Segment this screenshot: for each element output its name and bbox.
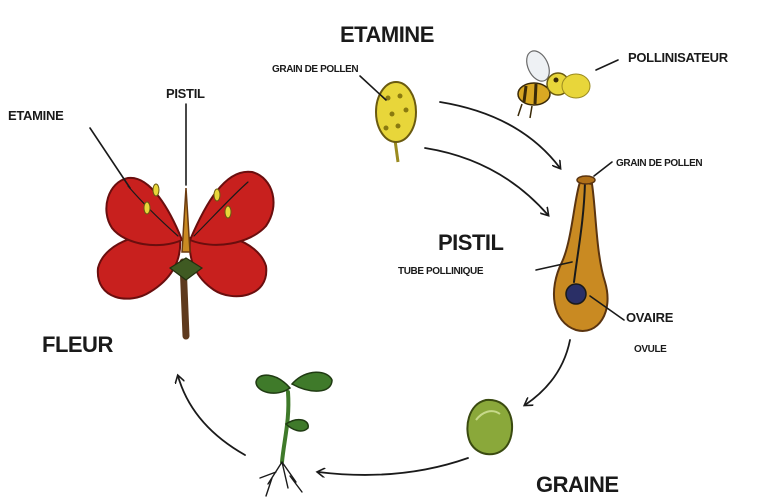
- stigma: [577, 176, 595, 184]
- leader-etamine-flower: [90, 128, 130, 188]
- flower-pistil: [182, 188, 190, 252]
- label-pistil-flower: PISTIL: [166, 86, 205, 101]
- arrow-seedling-to-flower: [178, 376, 245, 455]
- leader-pollinisateur: [596, 60, 618, 70]
- flower-anther: [214, 189, 220, 201]
- seedling-stem: [282, 392, 288, 462]
- bee-legs: [518, 104, 532, 118]
- pistil-body: [554, 182, 608, 331]
- flower-anther: [153, 184, 159, 196]
- label-tube-pollinique: TUBE POLLINIQUE: [398, 266, 484, 277]
- seed-body: [467, 400, 512, 454]
- seedling-leaf-left: [256, 375, 290, 393]
- label-pistil-center: PISTIL: [438, 230, 504, 255]
- seedling-illustration: [256, 372, 332, 496]
- label-etamine-top: ETAMINE: [340, 22, 434, 47]
- label-ovaire: OVAIRE: [626, 310, 674, 325]
- pollen-grain: [390, 112, 395, 117]
- bee-eye: [554, 78, 559, 83]
- pollen-grain: [398, 94, 403, 99]
- arrow-anther-to-pistil-upper: [440, 102, 560, 168]
- label-grain-pollen-top: GRAIN DE POLLEN: [272, 64, 358, 75]
- label-etamine-flower: ETAMINE: [8, 108, 64, 123]
- seedling-leaf-small: [286, 420, 308, 431]
- arrow-seed-to-seedling: [318, 458, 468, 475]
- pollen-grain: [396, 124, 401, 129]
- seedling-leaf-right: [292, 372, 332, 391]
- arrow-pistil-to-seed: [525, 340, 570, 405]
- label-fleur: FLEUR: [42, 332, 113, 357]
- seedling-roots: [260, 462, 302, 496]
- anther-body: [376, 82, 416, 142]
- flower-anther: [144, 202, 150, 214]
- pollen-grain: [384, 126, 389, 131]
- pollen-clump: [562, 74, 590, 98]
- seed-illustration: [467, 400, 512, 454]
- arrow-anther-to-pistil-lower: [425, 148, 548, 215]
- label-ovule: OVULE: [634, 344, 667, 355]
- flower-anther: [225, 206, 231, 218]
- ovule: [566, 284, 586, 304]
- leader-grain-pollen-top: [360, 76, 386, 100]
- label-grain-pollen-pistil: GRAIN DE POLLEN: [616, 158, 702, 169]
- petal-upper-right: [190, 172, 274, 245]
- label-graine: GRAINE: [536, 472, 619, 497]
- pollinator-bee-illustration: [518, 47, 590, 118]
- anther-illustration: [376, 82, 416, 162]
- pollen-grain: [404, 108, 409, 113]
- label-pollinisateur: POLLINISATEUR: [628, 50, 729, 65]
- leader-grain-pollen-pistil: [594, 162, 612, 176]
- anther-filament: [395, 140, 398, 162]
- pistil-illustration: [554, 176, 608, 331]
- flower-illustration: [98, 172, 274, 336]
